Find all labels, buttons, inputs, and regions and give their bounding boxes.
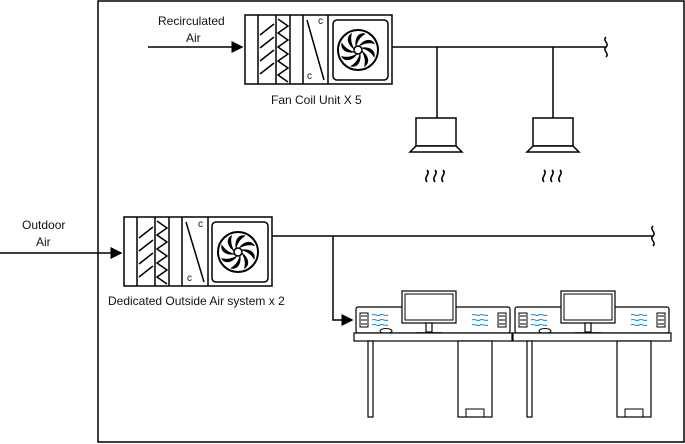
fcu-caption: Fan Coil Unit X 5 <box>271 93 362 107</box>
dedicated-outside-air-unit: Outdoor Air c c Dedicated Outside Air sy… <box>0 216 655 326</box>
recirculated-air-label-2: Air <box>186 31 201 45</box>
fcu-coil-mark-1: c <box>318 16 323 27</box>
doas-coil-mark-1: c <box>198 219 203 230</box>
fcu-fan-icon <box>337 29 379 71</box>
doas-fan-icon <box>217 231 259 273</box>
workstation-desk-1 <box>353 290 513 418</box>
fcu-duct-break-icon <box>604 36 608 58</box>
recirculated-air-label: Recirculated <box>158 14 225 28</box>
outdoor-air-label: Outdoor <box>22 218 65 232</box>
doas-coil-mark-2: c <box>187 273 192 284</box>
doas-duct-break-icon <box>651 225 655 247</box>
fcu-coil-mark-2: c <box>307 71 312 82</box>
workstation-desk-2 <box>512 290 672 418</box>
outdoor-air-label-2: Air <box>36 235 51 249</box>
room-boundary <box>97 0 685 443</box>
doas-desk-branch-duct <box>332 236 354 326</box>
doas-caption: Dedicated Outside Air system x 2 <box>108 294 285 308</box>
fan-coil-unit: Recirculated Air c c Fan Coil Unit X 5 <box>148 14 608 183</box>
ceiling-diffuser-2-icon <box>526 117 580 183</box>
ceiling-diffuser-1-icon <box>409 117 463 183</box>
